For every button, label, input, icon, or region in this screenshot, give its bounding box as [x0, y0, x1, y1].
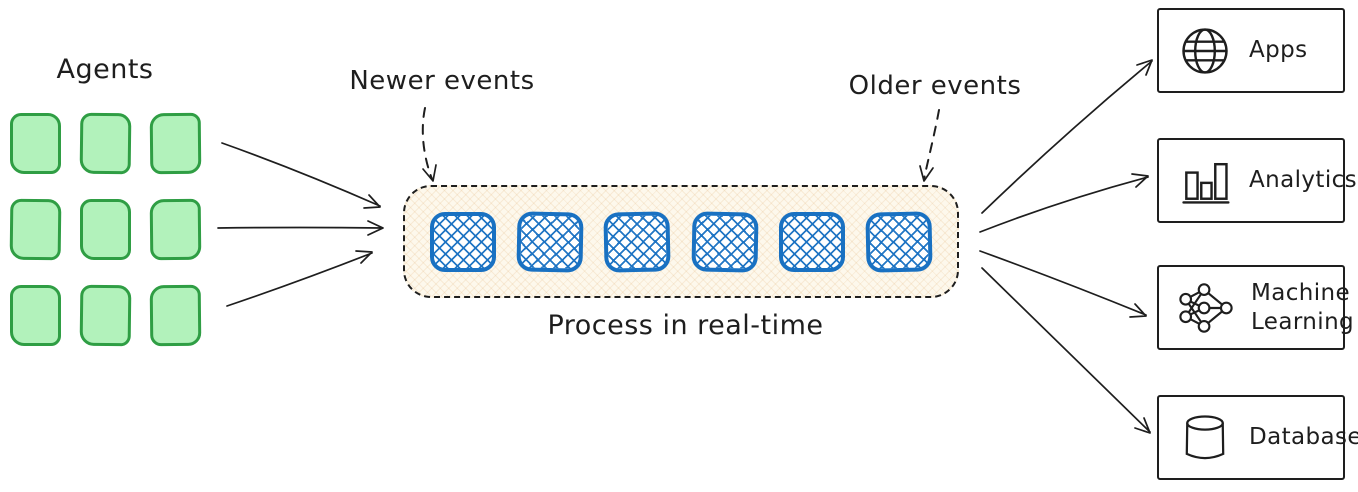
- agents-grid: [9, 112, 202, 347]
- event-block: [603, 210, 671, 273]
- event-stream-container: [403, 185, 959, 298]
- arrow-agents-to-stream-1: [221, 142, 381, 209]
- agent-box: [149, 112, 202, 175]
- destination-apps: Apps: [1157, 8, 1345, 93]
- bar-chart-icon: [1177, 153, 1233, 209]
- event-block: [865, 210, 933, 273]
- destination-analytics: Analytics: [1157, 138, 1357, 223]
- agent-box: [80, 199, 131, 260]
- agents-label: Agents: [56, 54, 154, 85]
- neural-network-icon: [1177, 279, 1235, 337]
- destination-label: Database: [1249, 424, 1358, 451]
- newer-events-pointer-head: [422, 164, 437, 182]
- destination-label: Machine Learning: [1251, 279, 1355, 335]
- newer-events-pointer: [421, 107, 433, 180]
- older-events-pointer: [923, 109, 940, 180]
- database-icon: [1177, 410, 1233, 466]
- destination-label: Apps: [1249, 37, 1308, 64]
- globe-icon: [1177, 23, 1233, 79]
- destination-machine-learning: Machine Learning: [1157, 265, 1354, 350]
- destination-label: Analytics: [1249, 167, 1358, 194]
- agent-box: [149, 284, 202, 347]
- agent-box: [149, 198, 202, 261]
- agent-box: [10, 285, 61, 346]
- event-block: [690, 210, 759, 273]
- agent-box: [79, 284, 132, 347]
- event-block: [516, 210, 584, 273]
- arrow-stream-to-analytics: [979, 173, 1149, 233]
- event-block: [430, 211, 496, 272]
- agent-box: [79, 112, 132, 175]
- arrow-stream-to-database: [981, 267, 1151, 434]
- older-events-pointer-head: [919, 165, 934, 182]
- agent-box: [9, 198, 62, 261]
- process-in-real-time-label: Process in real-time: [547, 310, 824, 341]
- arrow-agents-to-stream-2: [217, 220, 384, 236]
- event-block: [778, 211, 845, 272]
- agent-box: [10, 113, 61, 174]
- destination-database: Database: [1157, 395, 1358, 480]
- newer-events-label: Newer events: [349, 66, 535, 96]
- arrow-stream-to-machine-learning: [979, 250, 1147, 318]
- arrow-agents-to-stream-3: [226, 250, 373, 307]
- older-events-label: Older events: [848, 71, 1022, 101]
